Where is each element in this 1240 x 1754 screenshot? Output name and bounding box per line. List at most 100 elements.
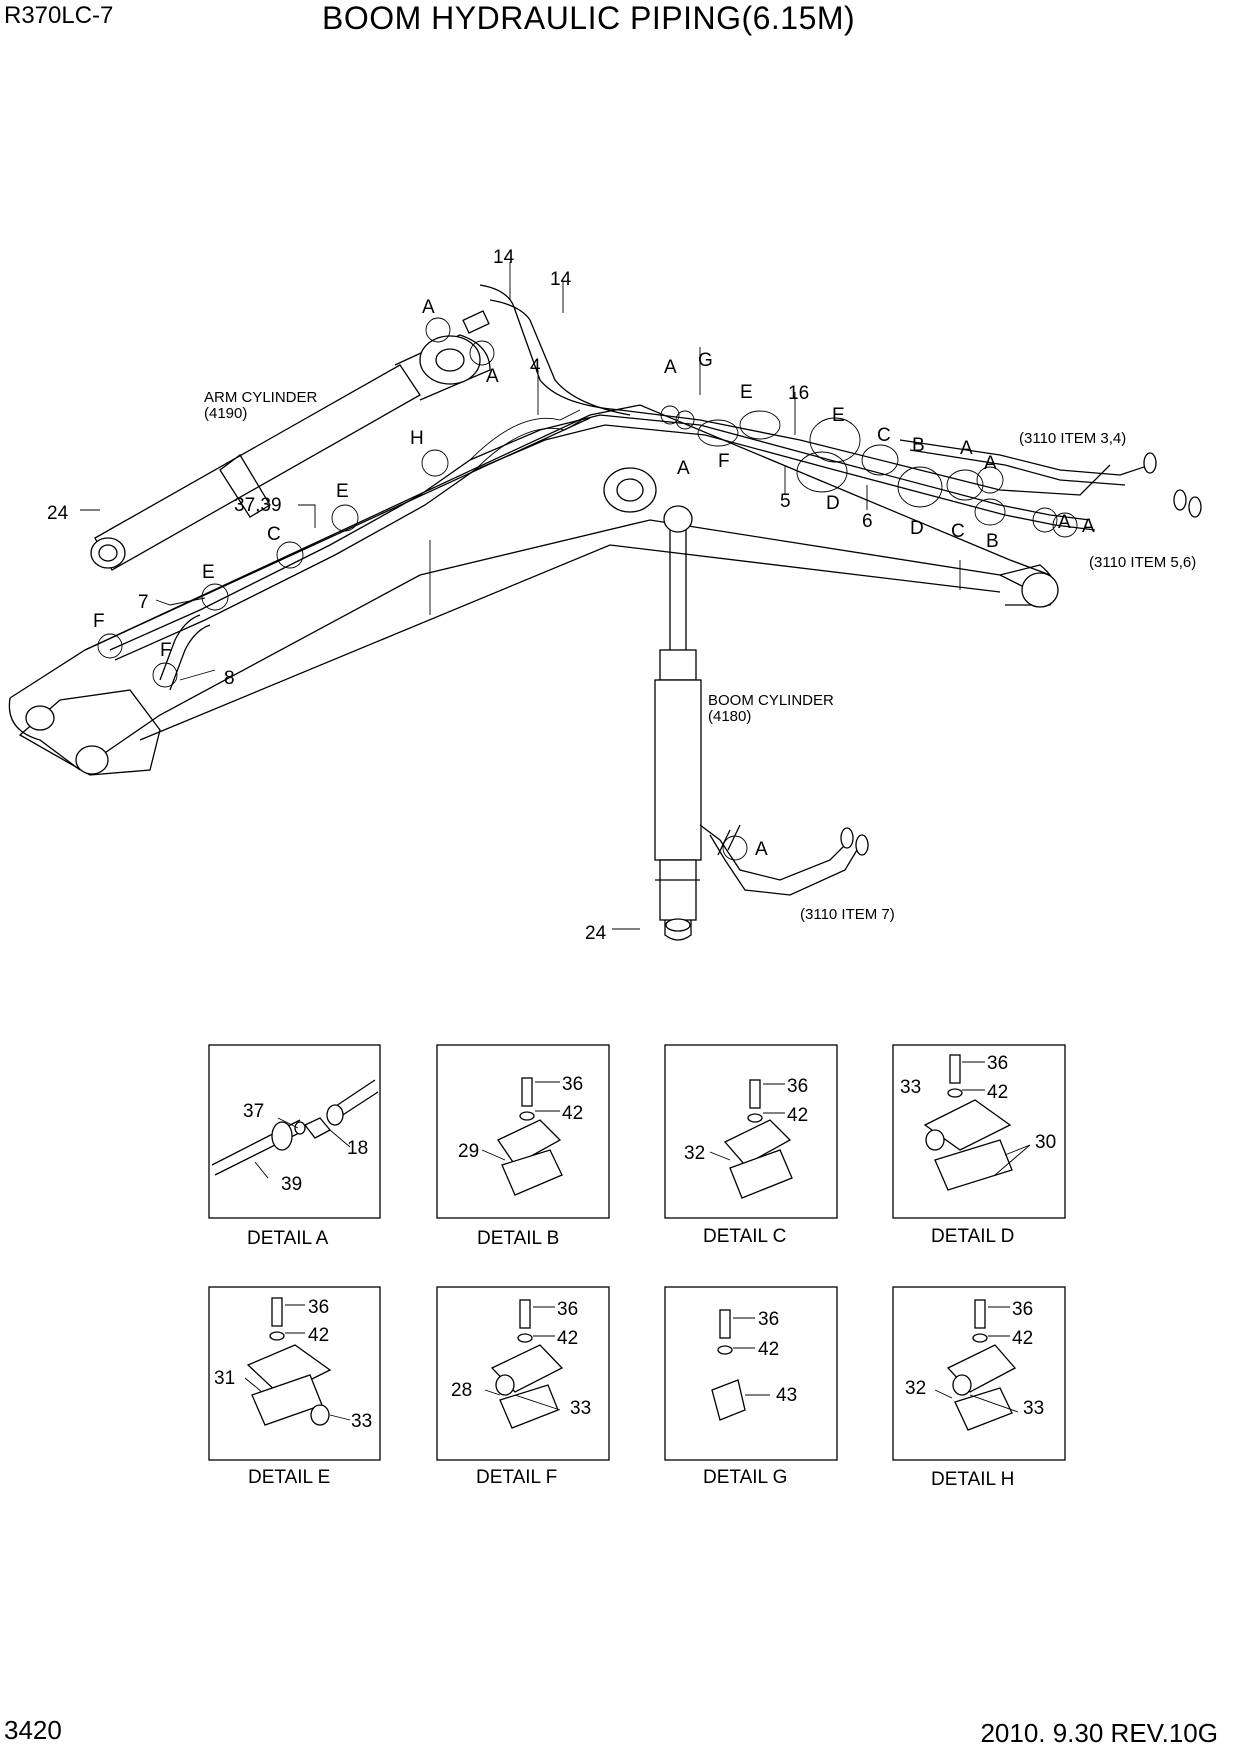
label-A: A [677, 458, 690, 479]
detail-e: 36 42 31 33 DETAIL E [208, 1286, 381, 1488]
part-42: 42 [758, 1339, 779, 1360]
boom-structure [8, 404, 1059, 776]
part-42: 42 [308, 1325, 329, 1346]
label-5: 5 [780, 491, 791, 512]
boom-foot-pin-right [75, 745, 109, 775]
detail-a-caption: DETAIL A [247, 1228, 329, 1249]
label-4: 4 [530, 356, 541, 377]
detail-g-caption: DETAIL G [703, 1467, 787, 1488]
arm-cylinder-ref: (4190) [204, 405, 247, 422]
ref-3110-items-5-6: (3110 ITEM 5,6) [1089, 554, 1196, 571]
label-16: 16 [788, 383, 809, 404]
part-18: 18 [347, 1138, 368, 1159]
ref-3110-items-3-4: (3110 ITEM 3,4) [1019, 430, 1126, 447]
hydraulic-pipes [109, 284, 1202, 896]
label-A: A [960, 438, 973, 459]
detail-c: 36 42 32 DETAIL C [664, 1044, 838, 1247]
part-33: 33 [351, 1411, 372, 1432]
part-36: 36 [562, 1074, 583, 1095]
label-F: F [160, 640, 172, 661]
label-E: E [336, 481, 349, 502]
part-42: 42 [562, 1103, 583, 1124]
part-36: 36 [758, 1309, 779, 1330]
boom-cylinder [654, 505, 702, 941]
detail-f: 36 42 28 33 DETAIL F [436, 1286, 610, 1488]
part-42: 42 [557, 1328, 578, 1349]
part-37: 37 [243, 1101, 264, 1122]
callout-labels: 14 14 4 16 5 6 7 8 24 24 37,39 A A A A A… [47, 247, 1095, 944]
boom-foot-pin-left [25, 705, 55, 731]
part-33: 33 [570, 1398, 591, 1419]
label-8: 8 [224, 668, 235, 689]
boom-cylinder-label: BOOM CYLINDER [708, 692, 834, 709]
detail-a: 37 18 39 DETAIL A [208, 1044, 381, 1249]
detail-b: 36 42 29 DETAIL B [436, 1044, 610, 1249]
clamp-markers [97, 317, 1078, 861]
label-A: A [755, 839, 768, 860]
detail-f-caption: DETAIL F [476, 1467, 557, 1488]
part-33: 33 [1023, 1398, 1044, 1419]
detail-b-caption: DETAIL B [477, 1228, 559, 1249]
part-36: 36 [557, 1299, 578, 1320]
detail-g: 36 42 43 DETAIL G [664, 1286, 838, 1488]
label-A: A [1082, 516, 1095, 537]
label-A: A [486, 366, 499, 387]
revision-date: 2010. 9.30 REV.10G [980, 1718, 1218, 1748]
label-E: E [740, 382, 753, 403]
label-B: B [912, 435, 925, 456]
part-30: 30 [1035, 1132, 1056, 1153]
label-E: E [832, 405, 845, 426]
label-F: F [718, 451, 730, 472]
label-F: F [93, 611, 105, 632]
label-A: A [664, 357, 677, 378]
part-36: 36 [1012, 1299, 1033, 1320]
label-B: B [986, 531, 999, 552]
part-32: 32 [905, 1378, 926, 1399]
arm-cylinder-label: ARM CYLINDER [204, 389, 318, 406]
detail-d: 36 33 42 30 DETAIL D [892, 1044, 1066, 1247]
label-14: 14 [550, 269, 572, 290]
label-E: E [202, 562, 215, 583]
label-24: 24 [47, 503, 69, 524]
part-31: 31 [214, 1368, 235, 1389]
part-36: 36 [787, 1076, 808, 1097]
detail-e-caption: DETAIL E [248, 1467, 330, 1488]
label-D: D [826, 493, 840, 514]
label-A: A [984, 453, 997, 474]
label-A: A [422, 297, 435, 318]
label-14: 14 [493, 247, 515, 268]
detail-h: 36 42 32 33 DETAIL H [892, 1286, 1066, 1490]
arm-cylinder [90, 310, 491, 571]
reference-notes: ARM CYLINDER (4190) BOOM CYLINDER (4180)… [204, 389, 1196, 923]
model-number: R370LC-7 [4, 2, 114, 29]
label-G: G [698, 350, 713, 371]
label-C: C [877, 425, 891, 446]
boom-tip-pin [1021, 572, 1059, 608]
leader-lines [80, 262, 868, 930]
part-36: 36 [987, 1053, 1008, 1074]
label-D: D [910, 518, 924, 539]
label-A: A [1058, 512, 1071, 533]
label-H: H [410, 428, 424, 449]
detail-c-caption: DETAIL C [703, 1226, 786, 1247]
detail-h-caption: DETAIL H [931, 1469, 1014, 1490]
ref-3110-item-7: (3110 ITEM 7) [800, 906, 895, 923]
part-29: 29 [458, 1141, 479, 1162]
detail-boxes: 37 18 39 DETAIL A 36 42 29 DETAIL B 36 [208, 1044, 1066, 1490]
part-28: 28 [451, 1380, 472, 1401]
boom-cylinder-ref: (4180) [708, 708, 751, 725]
part-33: 33 [900, 1077, 921, 1098]
detail-d-caption: DETAIL D [931, 1226, 1014, 1247]
part-32: 32 [684, 1143, 705, 1164]
label-37-39: 37,39 [234, 495, 282, 516]
part-36: 36 [308, 1297, 329, 1318]
part-39: 39 [281, 1174, 302, 1195]
label-6: 6 [862, 511, 873, 532]
label-24: 24 [585, 923, 607, 944]
label-C: C [951, 521, 965, 542]
page-title: BOOM HYDRAULIC PIPING(6.15M) [322, 0, 856, 36]
label-C: C [267, 524, 281, 545]
part-43: 43 [776, 1385, 797, 1406]
label-7: 7 [138, 592, 149, 613]
